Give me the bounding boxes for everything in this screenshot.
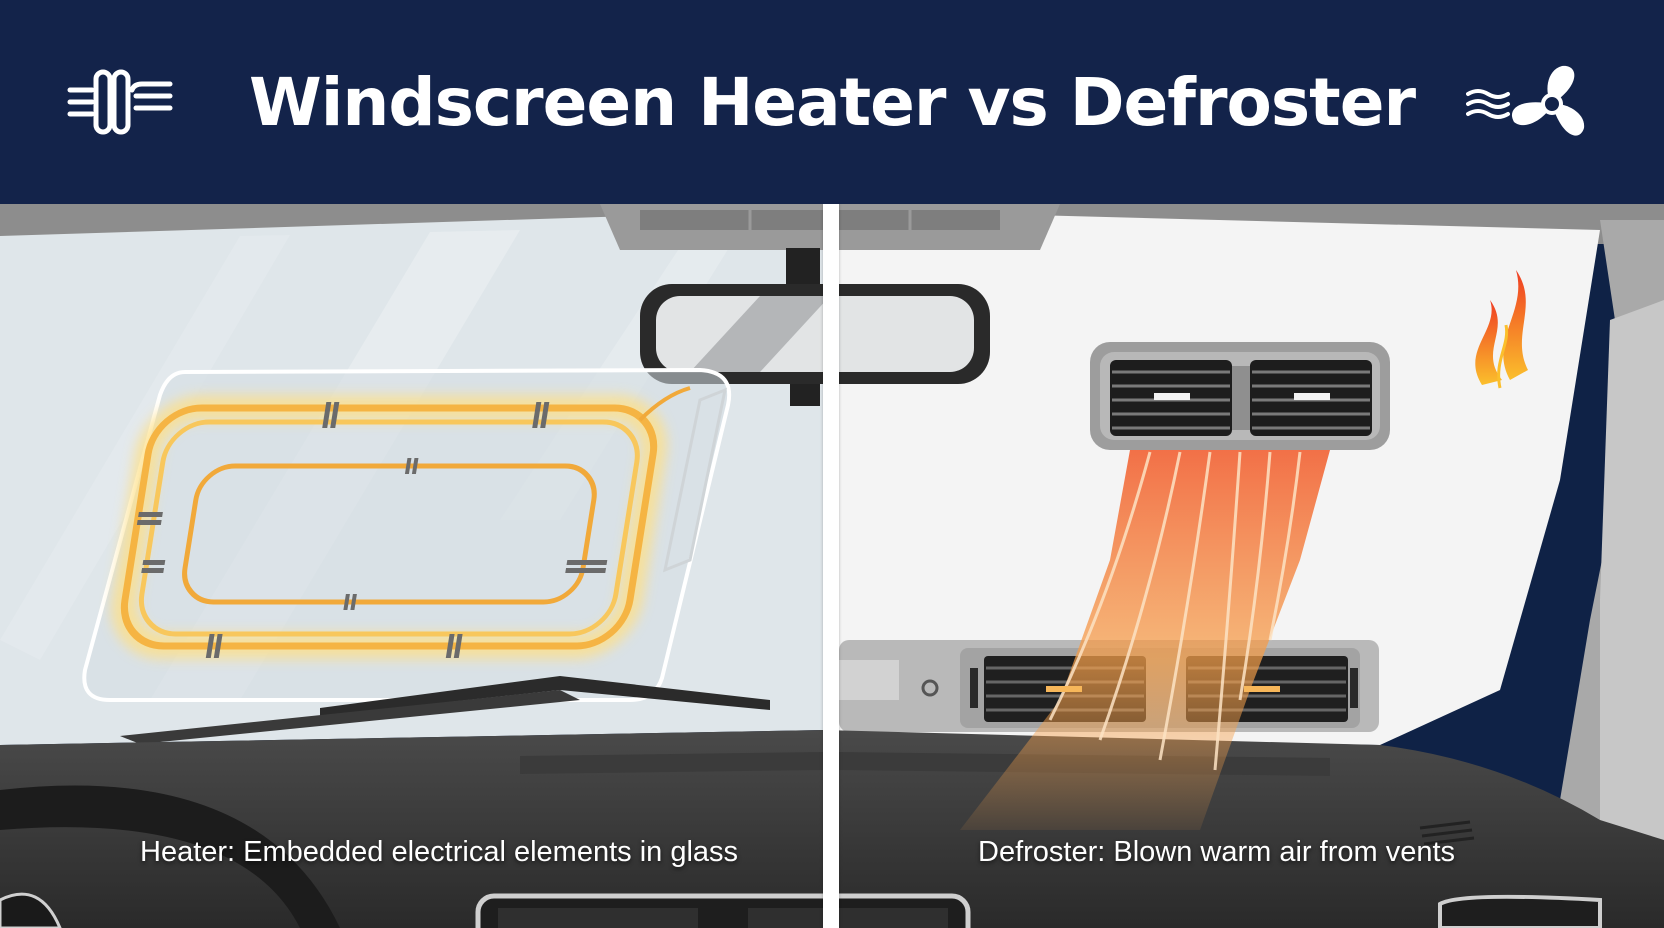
page-title: Windscreen Heater vs Defroster (248, 64, 1416, 141)
fan-airflow-icon (1466, 65, 1585, 136)
defroster-caption: Defroster: Blown warm air from vents (978, 836, 1456, 868)
heater-caption: Heater: Embedded electrical elements in … (140, 836, 739, 868)
steering-wheel (0, 785, 340, 928)
heated-windscreen-icon (67, 69, 173, 135)
panel-divider (823, 204, 839, 928)
heat-waves-icon (1475, 270, 1528, 389)
heated-glass-panel (82, 367, 732, 702)
header-bar: Windscreen Heater vs Defroster (0, 0, 1664, 204)
warm-airflow (960, 450, 1330, 830)
heater-elements (120, 402, 658, 658)
wiper (320, 676, 770, 716)
